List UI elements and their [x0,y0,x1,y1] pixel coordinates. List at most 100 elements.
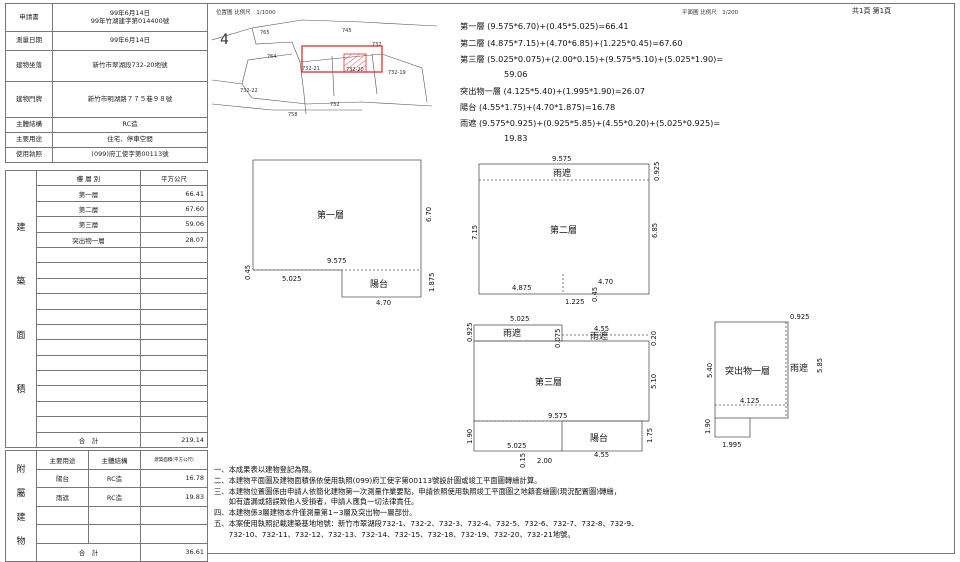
note-line: 五、本案使用執照記載建築基地地號：新竹市翠湖段732-1、732-2、732-3… [214,518,639,528]
dimension-label: 5.10 [650,374,658,389]
parcel-label: 732-19 [388,70,406,76]
note-line: 如有遺漏或錯誤致他人受損者，申請人應負一切法律責任。 [214,497,419,507]
dimension-label: 1.75 [646,428,654,443]
side-char: 建 [16,223,26,234]
dimension-label: 0.925 [466,323,474,342]
dimension-label: 1.225 [565,298,584,306]
side-char: 物 [16,537,26,547]
parcel-label: 732-21 [302,66,320,72]
area-side-label: 建 築 面 積 [5,169,37,449]
location-map: 4 745 732 764 732-21 732-20 732-19 732-2… [212,19,438,118]
parcel-label: 758 [288,112,298,118]
dimension-label: 0.925 [653,162,661,181]
dimension-label: 5.025 [282,275,301,283]
empty-row [6,370,208,387]
dimension-label: 9.575 [327,257,346,265]
dimension-label: 0.45 [591,287,599,302]
dimension-label: 4.70 [376,299,391,307]
dimension-label: 0.20 [650,331,658,346]
dimension-label: 2.00 [537,457,552,465]
floor1-label: 第一層 [317,209,344,221]
dimension-label: 5.025 [510,315,529,323]
floor3-outline [473,340,650,422]
parcel-label: 765 [260,30,270,36]
dimension-label: 1.90 [466,429,474,444]
roof-outline [714,321,789,419]
dimension-label: 0.15 [519,453,527,468]
dimension-label: 0.075 [554,329,562,348]
floor3-canopy-label-2: 雨遮 [590,330,608,342]
note-line: 732-10、732-11、732-12、732-13、732-14、732-1… [214,529,575,539]
note-line: 四、本建物係3層建物本件僅測量第1~3層及突出物一層部份。 [214,508,417,518]
dimension-label: 6.85 [651,223,659,238]
floor3-balcony-label: 陽台 [590,432,608,444]
dimension-label: 5.85 [816,358,824,373]
dimension-label: 1.875 [428,273,436,292]
empty-row [6,246,208,264]
empty-row [6,262,208,279]
parcel-label: 732 [372,42,382,48]
dimension-label: 0.45 [244,265,252,280]
formula-balcony: 陽台 (4.55*1.75)+(4.70*1.875)=16.78 [460,102,616,112]
north-arrow: 4 [220,32,229,48]
dimension-label: 1.995 [722,441,741,449]
dimension-label: 5.40 [706,363,714,378]
plan-scale: 平面圖 比例尺 1/200 [682,10,739,16]
parcel-label: 745 [342,28,352,34]
empty-row [6,339,208,356]
use-permit: (099)府工使字第00113號 [52,147,208,163]
page-count: 共1頁 第1頁 [852,7,892,15]
empty-row [6,293,208,310]
formula-floor2: 第二層 (4.875*7.15)+(4.70*6.85)+(1.225*0.45… [460,38,683,48]
side-char: 附 [16,465,26,475]
empty-row [6,400,208,418]
dimension-label: 6.70 [425,207,433,222]
info-label: 建物坐落 [5,50,53,82]
subject-building [343,53,367,73]
dimension-label: 9.575 [552,155,571,163]
total-area: 219.14 [140,431,208,449]
formula-floor1: 第一層 (9.575*6.70)+(0.45*5.025)=66.41 [460,21,629,31]
empty-row [6,416,208,433]
empty-row [6,354,208,372]
dimension-label: 4.55 [594,325,609,333]
formula-floor3-result: 59.06 [504,69,528,79]
formula-canopy: 雨遮 (9.575*0.925)+(0.925*5.85)+(4.55*0.20… [460,118,721,128]
dimension-label: 4.125 [740,397,759,405]
note-line: 二、本建物平面圖及建物面積係依使用執照(099)府工使字第00113號設計圖或竣… [214,475,542,485]
floor2-outline [478,163,650,295]
notes: 一、本成果表以建物登記為限。 二、本建物平面圖及建物面積係依使用執照(099)府… [214,465,638,541]
note-line: 一、本成果表以建物登記為限。 [214,465,317,474]
empty-row [6,524,208,544]
info-label: 申請書 [5,3,53,32]
dimension-label: 5.025 [507,442,526,450]
dimension-label: 0.925 [790,313,809,321]
roof-label: 突出物一層 [725,365,770,377]
formula-roof: 突出物一層 (4.125*5.40)+(1.995*1.90)=26.07 [460,86,646,96]
floor2-canopy-label: 雨遮 [553,167,571,179]
roof-canopy-label: 雨遮 [790,362,808,374]
dimension-label: 1.90 [704,419,712,434]
dimension-label: 7.15 [471,225,479,240]
side-char: 積 [16,385,26,396]
parcel-label: 732-22 [240,88,258,94]
dimension-label: 4.70 [598,278,613,286]
empty-row [6,323,208,341]
total-label: 合 計 [36,431,141,449]
empty-row [6,505,208,525]
floor1-balcony-label: 陽台 [370,278,388,290]
note-line: 三、本建物位置圖係由申請人依簡化建物第一次測量作業要點，申請依照使用執照竣工平面… [214,486,622,496]
floor1-outline [252,159,422,298]
empty-row [6,308,208,325]
info-label: 使用執照 [5,147,53,163]
parcel-label: 732-20 [346,67,364,73]
side-char: 屬 [16,489,26,499]
